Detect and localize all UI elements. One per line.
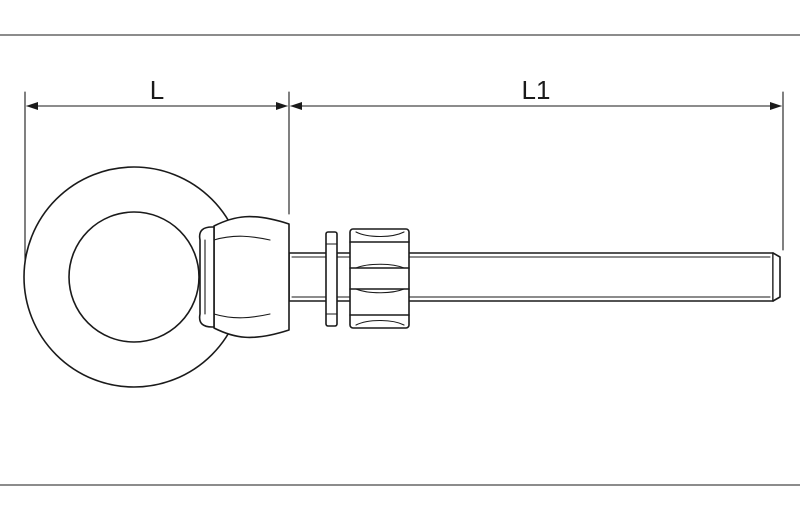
eye-ring (23, 166, 245, 388)
dimension-label-l1: L1 (522, 75, 551, 105)
bolt-collar (198, 215, 290, 339)
dimension-label-l: L (150, 75, 164, 105)
washer (325, 231, 338, 327)
hex-nut (349, 228, 410, 329)
